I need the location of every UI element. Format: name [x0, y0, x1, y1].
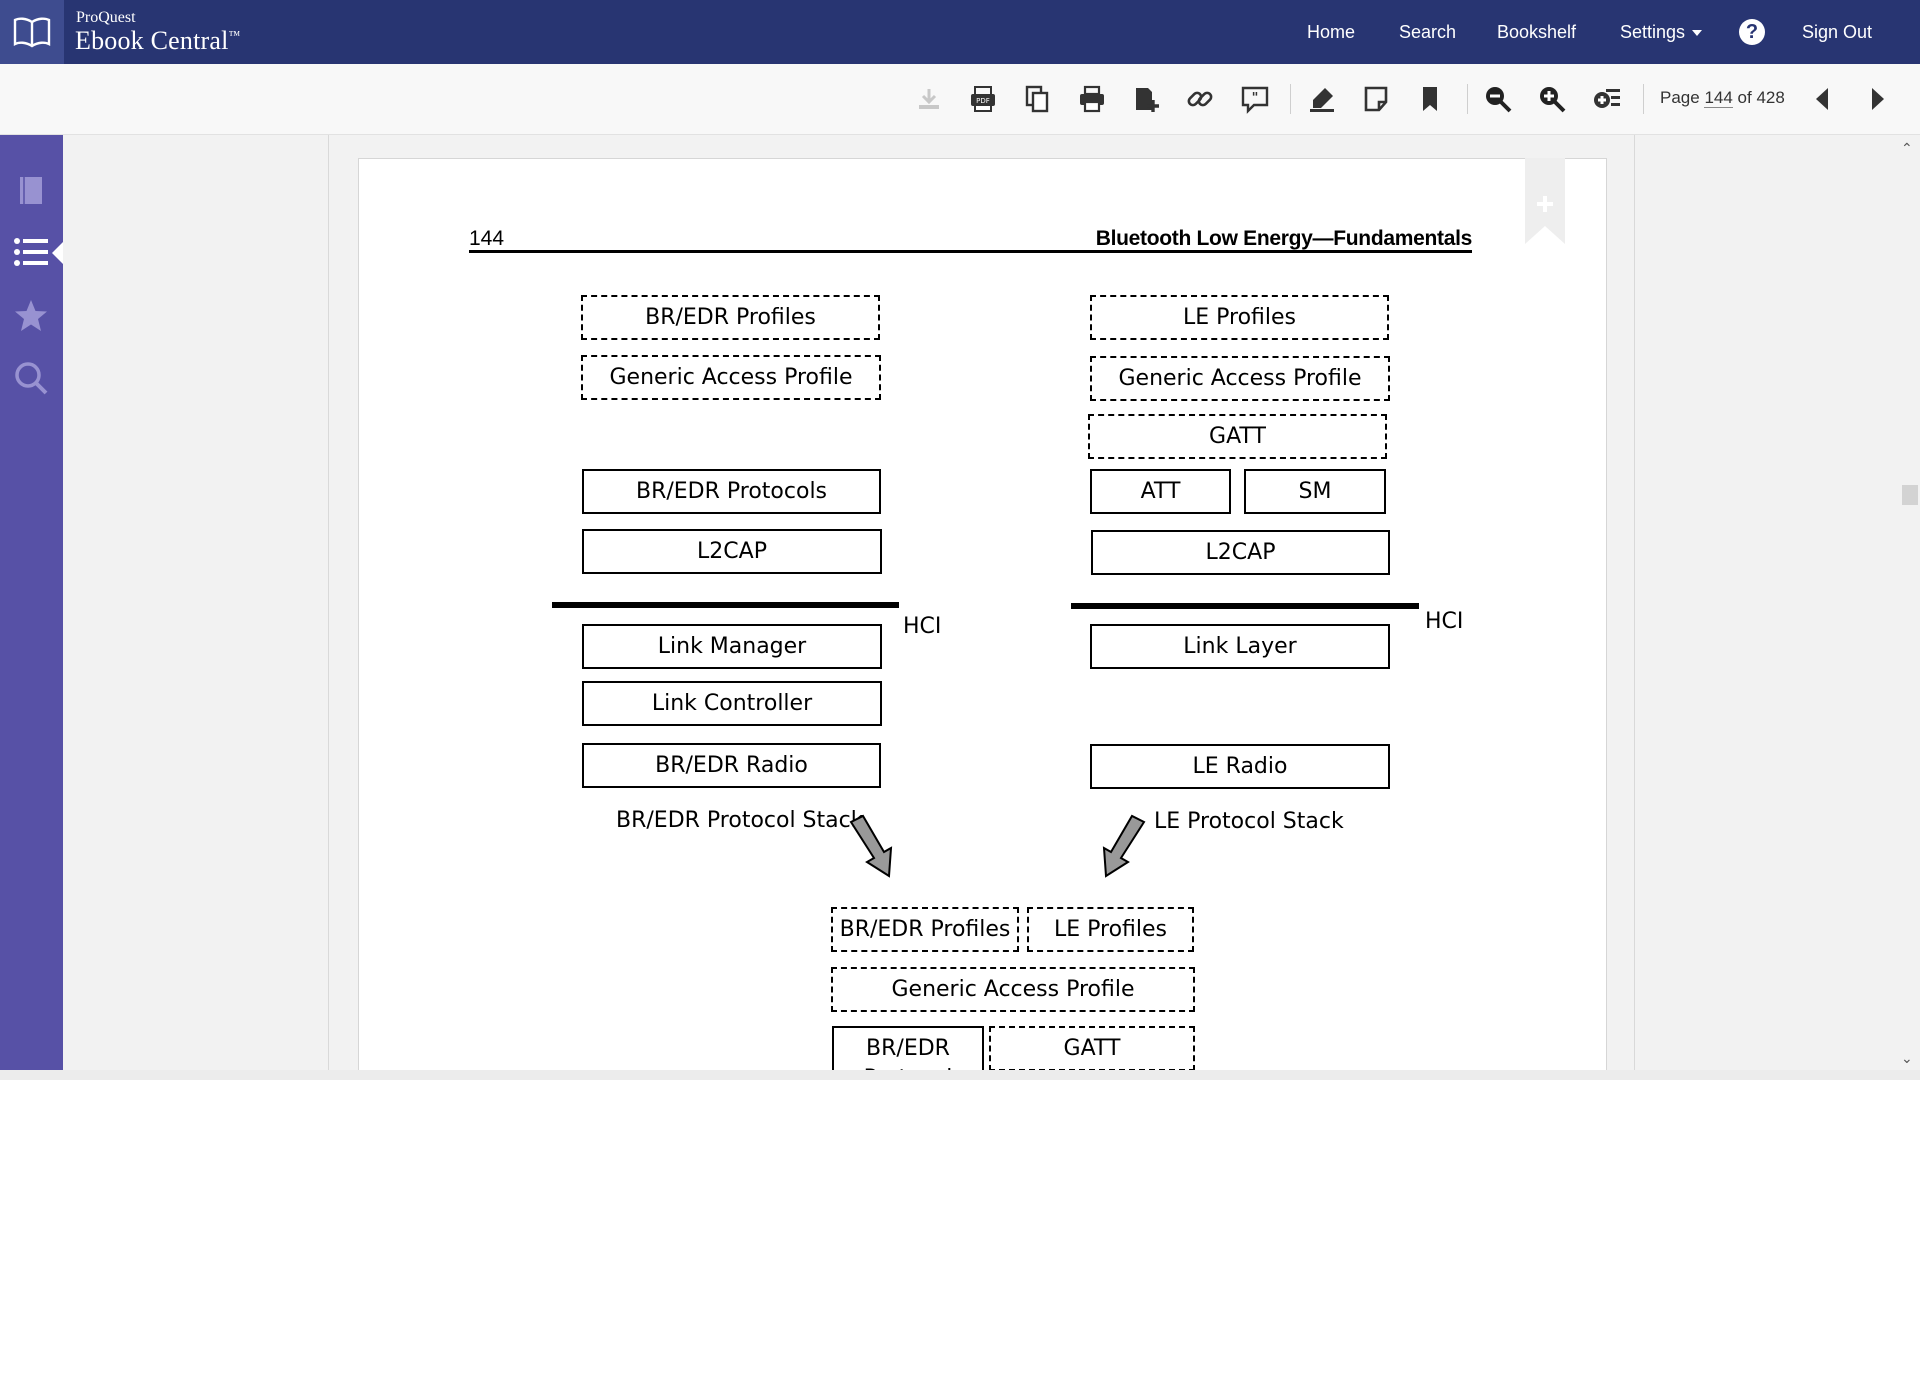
link-controller-box: Link Controller — [582, 681, 882, 726]
search-icon[interactable] — [12, 359, 50, 397]
br-edr-protocols-box: BR/EDR Protocols — [582, 469, 881, 514]
horizontal-scroll-track — [0, 1070, 1920, 1080]
dual-gatt-box: GATT — [989, 1026, 1195, 1071]
brand-trademark: ™ — [228, 28, 241, 42]
le-gap-box: Generic Access Profile — [1090, 356, 1390, 401]
le-l2cap-box: L2CAP — [1091, 530, 1390, 575]
brand-name: Ebook Central — [75, 26, 229, 55]
toolbar-divider — [1290, 84, 1291, 114]
page-bookmark-icon[interactable] — [1525, 158, 1565, 244]
nav-settings-label: Settings — [1620, 22, 1686, 42]
brand-proquest: ProQuest — [76, 9, 136, 26]
reader-toolbar: PDF " — [0, 64, 1920, 135]
brand-ebook-central[interactable]: Ebook Central™ — [75, 26, 240, 56]
next-page-icon[interactable] — [1862, 84, 1892, 114]
fit-page-icon[interactable] — [1592, 84, 1622, 114]
cite-icon[interactable]: " — [1240, 84, 1270, 114]
le-profiles-box: LE Profiles — [1090, 295, 1389, 340]
br-hci-label: HCI — [903, 614, 942, 639]
page-total: of 428 — [1737, 88, 1785, 107]
le-radio-box: LE Radio — [1090, 744, 1390, 789]
table-of-contents-icon[interactable] — [12, 233, 50, 271]
copy-icon[interactable] — [1022, 84, 1052, 114]
star-icon[interactable] — [12, 297, 50, 335]
book-page: 144 Bluetooth Low Energy—Fundamentals BR… — [358, 158, 1607, 1071]
br-edr-profiles-box: BR/EDR Profiles — [581, 295, 880, 340]
br-edr-stack-label: BR/EDR Protocol Stack — [616, 808, 864, 833]
toolbar-divider — [1643, 84, 1644, 114]
scroll-down-icon[interactable]: ⌄ — [1901, 1050, 1913, 1066]
page-gutter-left — [328, 135, 329, 1070]
active-tab-pointer — [52, 242, 63, 264]
page-number: 144 — [469, 227, 505, 250]
page-prefix: Page — [1660, 88, 1700, 107]
highlight-icon[interactable] — [1307, 84, 1337, 114]
le-hci-line — [1071, 603, 1419, 609]
svg-text:PDF: PDF — [976, 97, 990, 105]
link-icon[interactable] — [1185, 84, 1215, 114]
nav-settings[interactable]: Settings — [1620, 0, 1703, 64]
page-number-input[interactable]: 144 — [1704, 88, 1733, 108]
add-to-bookshelf-icon[interactable] — [1131, 84, 1161, 114]
nav-search[interactable]: Search — [1399, 22, 1457, 42]
nav-bookshelf[interactable]: Bookshelf — [1497, 22, 1577, 42]
print-icon[interactable] — [1077, 84, 1107, 114]
book-details-icon[interactable] — [12, 171, 50, 209]
running-title: Bluetooth Low Energy—Fundamentals — [1095, 227, 1473, 250]
link-manager-box: Link Manager — [582, 624, 882, 669]
zoom-in-icon[interactable] — [1537, 84, 1567, 114]
header-rule — [469, 250, 1472, 253]
previous-page-icon[interactable] — [1808, 84, 1838, 114]
help-icon[interactable]: ? — [1739, 19, 1765, 45]
zoom-out-icon[interactable] — [1483, 84, 1513, 114]
nav-sign-out[interactable]: Sign Out — [1802, 22, 1873, 42]
page-gutter-right — [1634, 135, 1635, 1070]
pdf-download-icon[interactable]: PDF — [968, 84, 998, 114]
arrow-down-right-icon — [849, 814, 893, 878]
link-layer-box: Link Layer — [1090, 624, 1390, 669]
bookmark-icon[interactable] — [1415, 84, 1445, 114]
top-navigation-bar: ProQuest Ebook Central™ Home Search Book… — [0, 0, 1920, 64]
caret-down-icon — [1692, 30, 1703, 37]
le-hci-label: HCI — [1425, 609, 1464, 634]
br-edr-radio-box: BR/EDR Radio — [582, 743, 881, 788]
dual-le-profiles-box: LE Profiles — [1027, 907, 1194, 952]
dual-br-edr-profiles-box: BR/EDR Profiles — [831, 907, 1019, 952]
svg-text:": " — [1252, 91, 1259, 106]
dual-br-edr-protocol-box: BR/EDR Protocol — [832, 1026, 984, 1071]
toolbar-divider — [1467, 84, 1468, 114]
left-sidebar — [0, 135, 63, 1070]
sm-box: SM — [1244, 469, 1386, 514]
scrollbar-thumb[interactable] — [1902, 485, 1918, 505]
arrow-down-left-icon — [1102, 814, 1146, 878]
book-logo-icon[interactable] — [0, 0, 64, 64]
br-gap-box: Generic Access Profile — [581, 355, 881, 400]
le-gatt-box: GATT — [1088, 414, 1387, 459]
nav-home[interactable]: Home — [1307, 22, 1356, 42]
dual-gap-box: Generic Access Profile — [831, 967, 1195, 1012]
note-icon[interactable] — [1361, 84, 1391, 114]
page-indicator: Page 144 of 428 — [1660, 88, 1785, 108]
br-l2cap-box: L2CAP — [582, 529, 882, 574]
download-icon[interactable] — [914, 84, 944, 114]
scroll-up-icon[interactable]: ⌃ — [1901, 140, 1913, 156]
br-hci-line — [552, 602, 899, 608]
att-box: ATT — [1090, 469, 1231, 514]
le-stack-label: LE Protocol Stack — [1154, 809, 1344, 834]
